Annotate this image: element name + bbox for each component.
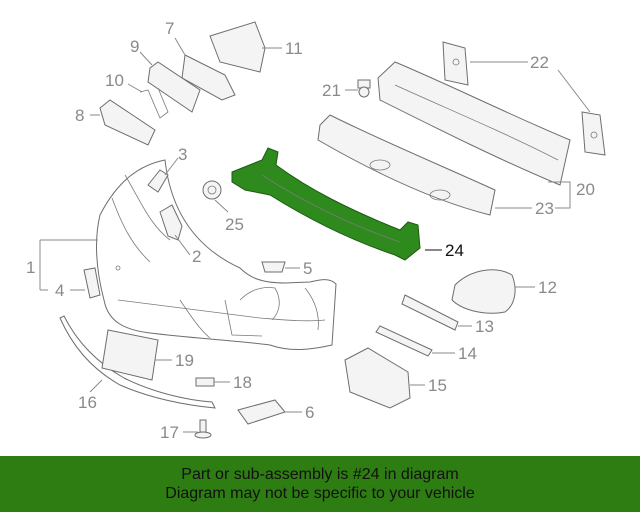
svg-text:9: 9: [130, 37, 139, 56]
grille-part-13[interactable]: [401, 294, 459, 331]
svg-text:20: 20: [576, 180, 595, 199]
callout-9: 9: [130, 37, 153, 66]
svg-text:23: 23: [535, 199, 554, 218]
banner-line-1: Part or sub-assembly is #24 in diagram: [181, 466, 459, 483]
svg-text:18: 18: [233, 373, 252, 392]
svg-text:4: 4: [55, 281, 64, 300]
svg-text:1: 1: [26, 258, 35, 277]
svg-text:22: 22: [530, 53, 549, 72]
callout-4: 4: [55, 281, 85, 300]
clip-part-3[interactable]: [147, 169, 169, 193]
callout-21: 21: [322, 81, 358, 100]
callout-1: 1: [26, 239, 98, 291]
bracket-part-2[interactable]: [159, 204, 183, 241]
parts-diagram: 1 2 3 4 5 6 7 8 9 10 11 12: [26, 19, 606, 442]
svg-text:15: 15: [428, 376, 447, 395]
trim-part-16[interactable]: [59, 315, 216, 409]
callout-16: 16: [78, 379, 103, 412]
svg-text:19: 19: [175, 351, 194, 370]
callout-25: 25: [214, 199, 244, 234]
bracket-part-5[interactable]: [261, 261, 286, 273]
callout-13: 13: [458, 317, 494, 336]
svg-text:2: 2: [192, 247, 201, 266]
svg-text:13: 13: [475, 317, 494, 336]
svg-text:8: 8: [75, 106, 84, 125]
callout-5: 5: [285, 259, 312, 278]
grille-part-9[interactable]: [147, 61, 201, 113]
duct-part-11[interactable]: [209, 21, 266, 73]
bumper-bar-part-24[interactable]: [231, 147, 421, 261]
grille-part-15[interactable]: [344, 347, 411, 409]
liner-part-12[interactable]: [451, 269, 516, 314]
module-part-6[interactable]: [237, 399, 286, 425]
callout-17: 17: [160, 423, 198, 442]
callout-14: 14: [432, 344, 477, 363]
svg-text:6: 6: [305, 403, 314, 422]
svg-text:7: 7: [165, 19, 174, 38]
banner-line-2: Diagram may not be specific to your vehi…: [165, 485, 475, 502]
clip-part-18[interactable]: [195, 377, 215, 387]
reinforcement-part-20[interactable]: [377, 61, 571, 186]
bracket-part-10[interactable]: [139, 87, 169, 119]
callout-2: 2: [174, 234, 201, 266]
strip-part-14[interactable]: [375, 325, 433, 357]
callout-3: 3: [164, 145, 187, 176]
bolt-part-17[interactable]: [194, 419, 212, 439]
callout-8: 8: [75, 106, 100, 125]
info-banner: Part or sub-assembly is #24 in diagram D…: [0, 456, 640, 512]
svg-text:5: 5: [303, 259, 312, 278]
bumper-cover-part[interactable]: [96, 159, 337, 350]
svg-text:10: 10: [105, 71, 124, 90]
callout-22: 22: [470, 53, 591, 113]
svg-text:3: 3: [178, 145, 187, 164]
bracket-part-22a[interactable]: [442, 41, 469, 86]
callout-23: 23: [495, 199, 554, 218]
svg-text:11: 11: [285, 39, 303, 58]
svg-text:25: 25: [225, 215, 244, 234]
callout-24: 24: [425, 241, 464, 260]
svg-text:14: 14: [458, 344, 477, 363]
svg-text:24: 24: [445, 241, 464, 260]
bolt-part-21[interactable]: [357, 79, 371, 98]
svg-text:17: 17: [160, 423, 179, 442]
svg-text:16: 16: [78, 393, 97, 412]
callout-18: 18: [214, 373, 252, 392]
callout-11: 11: [262, 39, 303, 58]
callout-20: 20: [548, 180, 595, 209]
absorber-part-23[interactable]: [317, 114, 496, 216]
svg-text:12: 12: [538, 278, 557, 297]
nut-part-25[interactable]: [202, 180, 222, 200]
plate-part-19[interactable]: [101, 329, 159, 381]
bracket-part-8[interactable]: [99, 99, 156, 146]
svg-text:21: 21: [322, 81, 341, 100]
callout-10: 10: [105, 71, 143, 93]
reflector-part-4[interactable]: [83, 267, 101, 299]
callout-7: 7: [165, 19, 186, 56]
bracket-part-22b[interactable]: [581, 111, 606, 156]
callout-12: 12: [515, 278, 557, 297]
bracket-part-7[interactable]: [181, 54, 236, 101]
callout-6: 6: [285, 403, 314, 422]
callout-15: 15: [410, 376, 447, 395]
callout-19: 19: [155, 351, 194, 370]
